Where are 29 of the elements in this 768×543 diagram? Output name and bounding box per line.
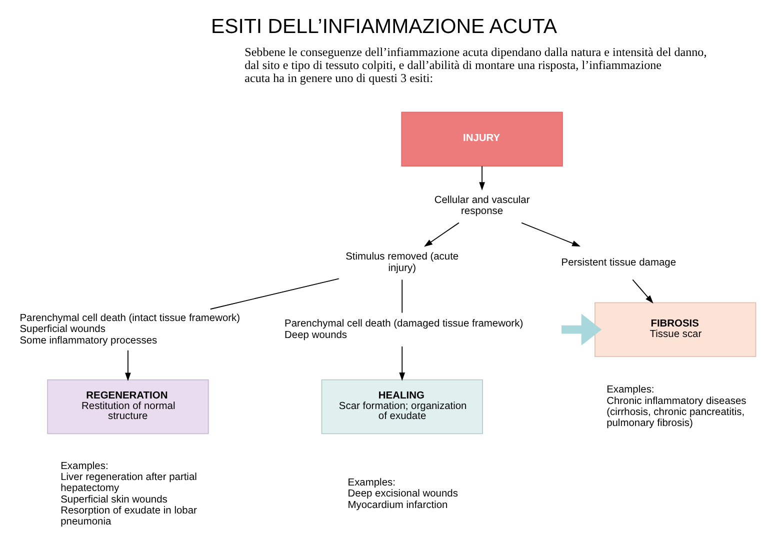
arrow <box>125 349 131 381</box>
node-label: Examples: <box>606 384 654 396</box>
node-box: FIBROSIS Tissue scar <box>594 302 756 357</box>
node-text: Parenchymal cell death (intact tissue framework) Superficial wounds Some inflammatory processes <box>20 312 240 346</box>
node-text: Persistent tissue damage <box>561 256 676 268</box>
arrow <box>479 165 485 190</box>
node-label: Deep excisional wounds <box>348 488 458 500</box>
node-label: Examples: <box>348 477 396 488</box>
connector <box>210 278 340 310</box>
node-box: INJURY <box>401 111 563 166</box>
node-label: Resorption of exudate in lobar pneumonia <box>60 504 197 528</box>
node-label: Examples: <box>60 460 108 472</box>
arrow <box>632 278 654 303</box>
node-label: Myocardium infarction <box>348 499 448 510</box>
node-text: Parenchymal cell death (damaged tissue framework) Deep wounds <box>284 318 524 340</box>
label: Sebbene le conseguenze dell’infiammazione acuta dipendano dalla natura e intensità del danno, dal sito e tipo di tessuto colpiti, e dall’abilità di montare una risposta, l’infiammazione acuta ha in genere uno di questi 3 esiti: <box>244 44 707 84</box>
node-label: Chronic inflammatory diseases (cirrhosis, chronic pancreatitis, pulmonary fibrosis) <box>606 395 746 429</box>
node-label: Superficial skin wounds <box>60 494 168 505</box>
node-label: Liver regeneration after partial hepatectomy <box>60 471 197 494</box>
connector <box>402 278 403 313</box>
arrow <box>399 346 406 380</box>
arrow <box>424 222 460 246</box>
node-text: Stimulus removed (acute injury) <box>346 251 459 274</box>
node-box: HEALING Scar formation; organization of exudate <box>321 378 483 434</box>
arrow <box>561 313 602 346</box>
node-text: Cellular and vascular response <box>434 194 530 217</box>
arrow <box>521 222 581 246</box>
node-box: REGENERATION Restitution of normal structure <box>47 378 209 434</box>
diagram-title: ESITI DELL’INFIAMMAZIONE ACUTA <box>211 14 557 38</box>
